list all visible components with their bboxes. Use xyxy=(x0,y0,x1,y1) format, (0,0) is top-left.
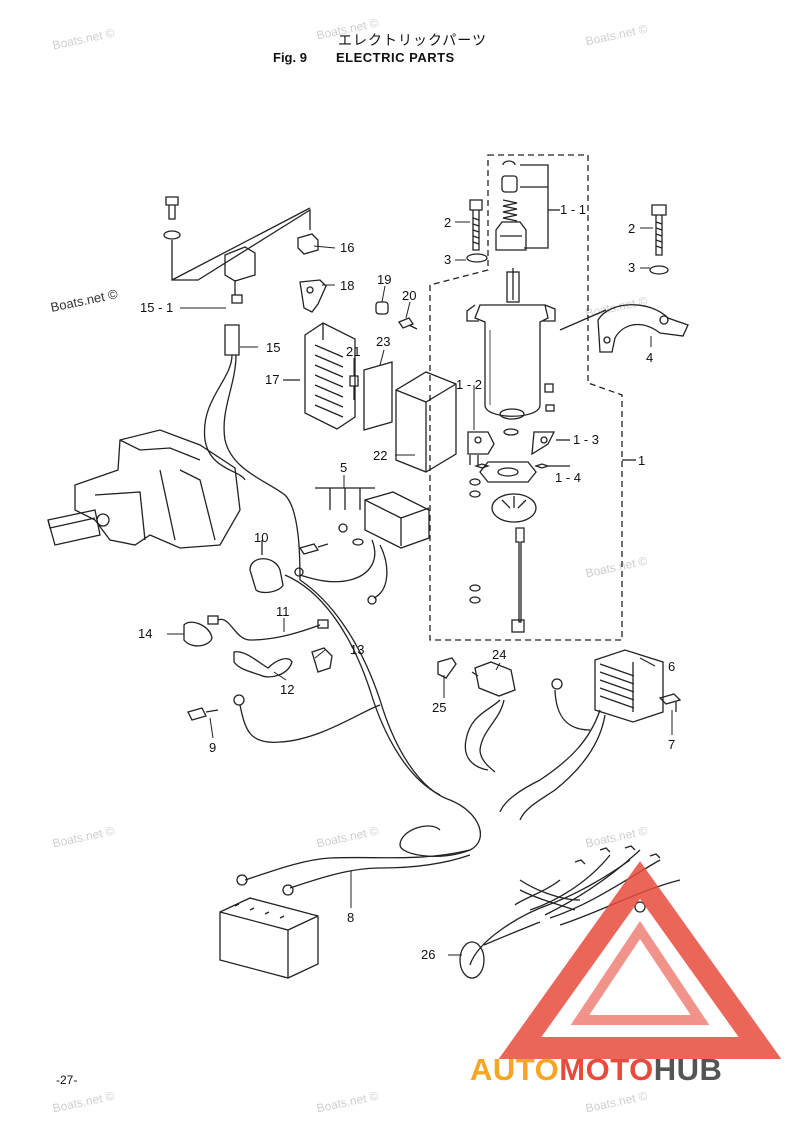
brush-holder-left xyxy=(467,431,495,455)
bolt-20 xyxy=(398,317,418,330)
switch-24 xyxy=(474,661,516,697)
battery xyxy=(219,897,319,979)
bolt-top-left xyxy=(165,196,179,220)
main-harness xyxy=(299,579,481,857)
callout-4: 4 xyxy=(646,350,653,365)
battery-cable-8 xyxy=(244,849,471,881)
bolt-7 xyxy=(658,693,682,712)
callout-1: 1 xyxy=(638,453,645,468)
callout-7: 7 xyxy=(668,737,675,752)
callout-22: 22 xyxy=(373,448,387,463)
callout-24: 24 xyxy=(492,647,506,662)
bolt-9 xyxy=(187,707,219,721)
callout-13: 13 xyxy=(350,642,364,657)
clip-16 xyxy=(297,233,319,255)
connector-15 xyxy=(224,324,240,356)
regulator-6 xyxy=(594,649,664,723)
callout-10: 10 xyxy=(254,530,268,545)
collar-19 xyxy=(375,301,389,315)
assembly-1-dashed-box xyxy=(429,154,623,641)
harness-connector xyxy=(459,941,485,979)
page-number: -27- xyxy=(56,1073,78,1087)
callout-20: 20 xyxy=(402,288,416,303)
callout-26: 26 xyxy=(421,947,435,962)
ignition-coil xyxy=(364,491,430,549)
bolt-5 xyxy=(298,543,329,555)
bracket-18 xyxy=(299,279,327,313)
cap-10 xyxy=(249,558,284,594)
end-cover xyxy=(491,493,537,523)
starter-motor xyxy=(474,304,549,417)
callout-16: 16 xyxy=(340,240,354,255)
bolt-2-right xyxy=(651,204,667,256)
washer-3-right xyxy=(649,265,669,275)
cap-13 xyxy=(311,647,333,673)
brand-part-moto: MOTO xyxy=(559,1052,654,1087)
callout-5: 5 xyxy=(340,460,347,475)
callout-15: 15 xyxy=(266,340,280,355)
callout-2-left: 2 xyxy=(444,215,451,230)
figure-title: ELECTRIC PARTS xyxy=(336,50,455,65)
callout-19: 19 xyxy=(377,272,391,287)
callout-17: 17 xyxy=(265,372,279,387)
callout-15-1: 15 - 1 xyxy=(140,300,173,315)
clip-25 xyxy=(437,657,457,679)
callout-2-right: 2 xyxy=(628,221,635,236)
washer-3-left xyxy=(466,253,488,263)
title-japanese: エレクトリックパーツ xyxy=(338,33,488,49)
callout-11: 11 xyxy=(276,604,290,619)
callout-21: 21 xyxy=(346,344,360,359)
cap-14 xyxy=(183,621,213,647)
spring xyxy=(502,199,518,222)
pinion-gear xyxy=(495,221,527,251)
callout-18: 18 xyxy=(340,278,354,293)
callout-23: 23 xyxy=(376,334,390,349)
callout-9: 9 xyxy=(209,740,216,755)
callout-3-right: 3 xyxy=(628,260,635,275)
callout-14: 14 xyxy=(138,626,152,641)
callout-12: 12 xyxy=(280,682,294,697)
sensor-21 xyxy=(349,375,359,400)
brush-plate xyxy=(479,461,537,483)
callout-25: 25 xyxy=(432,700,446,715)
brand-wordmark: AUTOMOTOHUB xyxy=(470,1052,722,1088)
rectifier-17 xyxy=(304,322,356,430)
through-bolt xyxy=(515,527,525,623)
brush-holder-right xyxy=(531,431,556,456)
cover-12 xyxy=(233,651,293,678)
cdi-unit-22 xyxy=(395,371,457,473)
figure-number: Fig. 9 xyxy=(273,50,307,65)
callout-6: 6 xyxy=(668,659,675,674)
callout-1-3: 1 - 3 xyxy=(573,432,599,447)
brand-logo-triangle xyxy=(498,861,782,1059)
cord-11 xyxy=(217,618,321,641)
brand-part-hub: HUB xyxy=(653,1052,723,1087)
callout-1-4: 1 - 4 xyxy=(555,470,581,485)
engine-outline xyxy=(74,429,241,549)
starter-bracket-4 xyxy=(597,304,689,353)
snap-ring xyxy=(502,160,516,166)
harness-26 xyxy=(469,859,631,966)
brand-part-auto: AUTO xyxy=(470,1052,560,1087)
gasket-23 xyxy=(363,361,393,431)
relay-15-1 xyxy=(224,246,256,282)
callout-1-2: 1 - 2 xyxy=(456,377,482,392)
collar xyxy=(501,175,518,193)
callout-1-1: 1 - 1 xyxy=(560,202,586,217)
callout-3-left: 3 xyxy=(444,252,451,267)
callout-8: 8 xyxy=(347,910,354,925)
tiller-grip xyxy=(47,509,101,546)
